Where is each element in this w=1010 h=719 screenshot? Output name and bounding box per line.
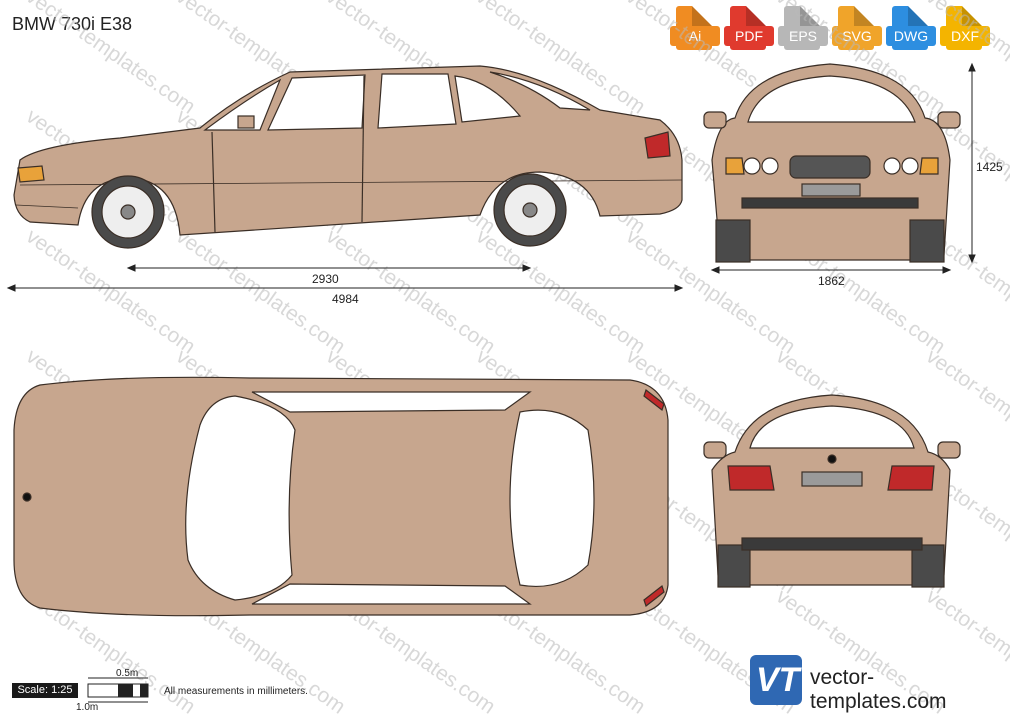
format-dwg-button[interactable]: DWG [886,6,936,50]
format-eps-button[interactable]: EPS [778,6,828,50]
front-view [703,63,961,263]
format-pdf-button[interactable]: PDF [724,6,774,50]
format-dxf-button[interactable]: DXF [940,6,990,50]
scale-bar [87,677,149,703]
width-dimension: 1862 [818,274,845,288]
brand-logo-text: VT [756,661,800,699]
brand-site-link[interactable]: vector-templates.com [810,666,947,713]
format-label: DXF [940,26,990,46]
brand-logo[interactable]: VT [750,655,802,705]
format-ai-button[interactable]: Ai [670,6,720,50]
format-label: SVG [832,26,882,46]
format-label: DWG [886,26,936,46]
length-dimension: 4984 [332,292,359,306]
side-view [13,65,683,249]
half-meter-label: 0.5m [116,668,139,679]
scale-label: Scale: 1:25 [12,683,78,698]
format-label: Ai [670,26,720,46]
format-label: PDF [724,26,774,46]
format-svg-button[interactable]: SVG [832,6,882,50]
wheelbase-dimension: 2930 [312,272,339,286]
side-dimensions [6,264,684,292]
top-view [13,376,669,617]
format-buttons: Ai PDF EPS SVG DWG DXF [670,6,990,50]
format-label: EPS [778,26,828,46]
one-meter-label: 1.0m [76,702,99,713]
rear-view [703,394,961,588]
front-dimensions [710,62,976,274]
page-title: BMW 730i E38 [12,14,133,34]
height-dimension: 1425 [976,160,1003,174]
measurement-note: All measurements in millimeters. [164,686,308,697]
